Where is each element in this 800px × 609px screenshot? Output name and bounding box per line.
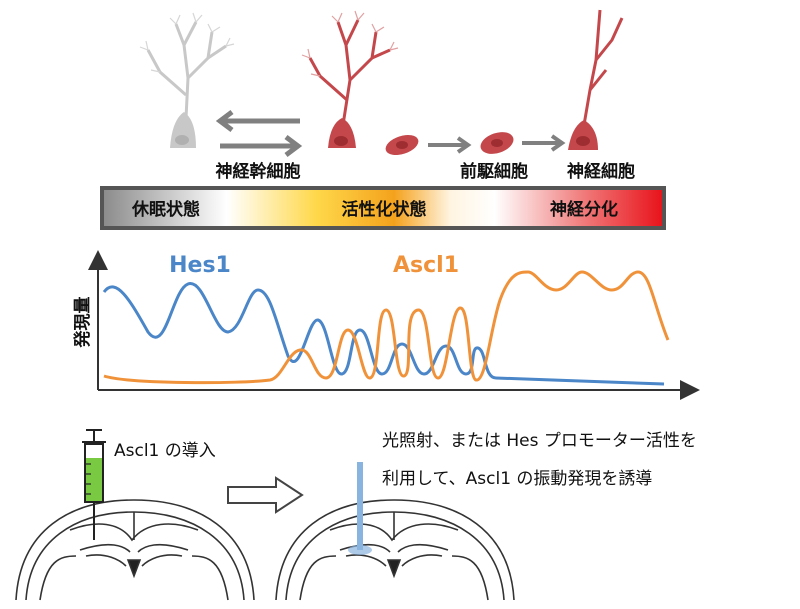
progenitor-cell-2 xyxy=(480,132,514,154)
hes1-label: Hes1 xyxy=(169,253,231,278)
stem-cell-label: 神経幹細胞 xyxy=(216,161,301,182)
syringe xyxy=(82,429,106,540)
progenitor-cell-1 xyxy=(385,134,419,156)
progenitor-label: 前駆細胞 xyxy=(460,161,528,182)
active-state-label: 活性化状態 xyxy=(342,199,427,220)
injection-label: Ascl1 の導入 xyxy=(114,441,216,461)
arrow-progenitor-1 xyxy=(428,136,472,154)
active-stem-cell xyxy=(301,10,399,148)
hes1-curve xyxy=(102,282,665,386)
syringe-fluid xyxy=(86,458,102,502)
light-beam xyxy=(348,462,372,555)
state-bar: 休眠状態 活性化状態 神経分化 xyxy=(100,186,666,230)
ascl1-label: Ascl1 xyxy=(393,253,459,278)
brain-section-left xyxy=(15,499,255,601)
brain-section-right xyxy=(275,499,515,601)
quiescent-stem-cell xyxy=(139,12,235,148)
ascl1-curve xyxy=(103,270,670,385)
expression-graph: 発現量 Hes1 Ascl1 xyxy=(72,250,700,400)
neuron-cell xyxy=(568,9,624,150)
arrow-progenitor-2 xyxy=(522,134,566,152)
reversible-arrows xyxy=(215,110,303,157)
differentiation-state-label: 神経分化 xyxy=(550,199,618,220)
y-axis-label: 発現量 xyxy=(72,297,93,349)
method-text-line2: 利用して、Ascl1 の振動発現を誘導 xyxy=(382,469,652,489)
quiescent-state-label: 休眠状態 xyxy=(131,199,200,220)
method-text-line1: 光照射、または Hes プロモーター活性を xyxy=(382,431,697,451)
neuron-label: 神経細胞 xyxy=(567,161,635,182)
process-arrow xyxy=(227,476,304,514)
